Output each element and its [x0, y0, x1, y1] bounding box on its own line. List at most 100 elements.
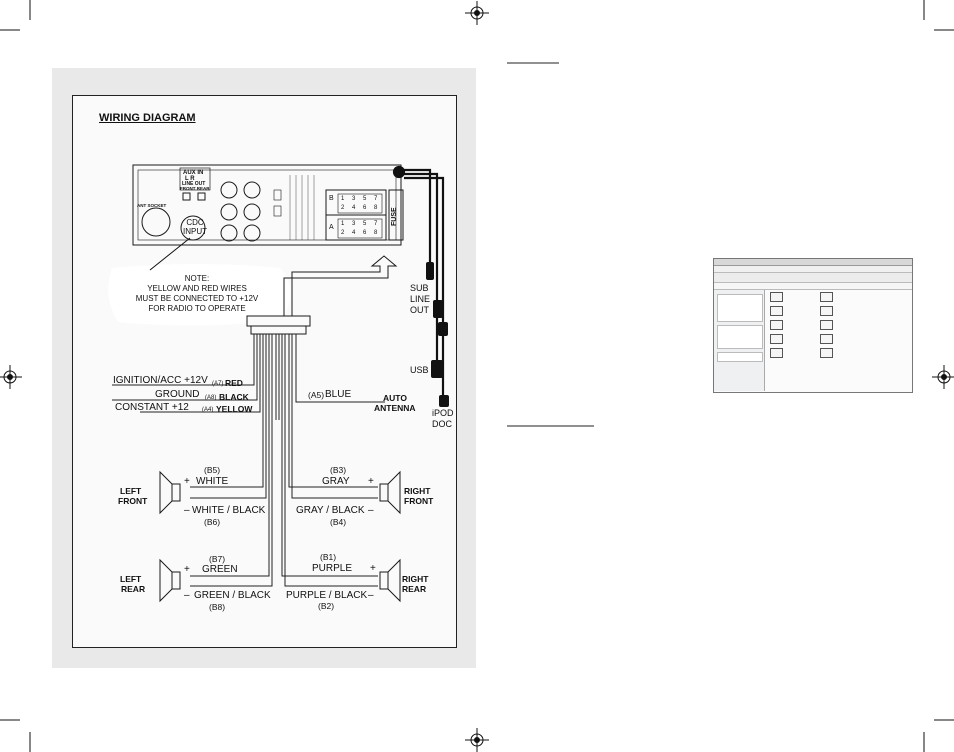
lr-minus-wire: GREEN / BLACK — [194, 590, 271, 601]
pin-a7: 7 — [374, 221, 378, 227]
constant-code: (A4) — [202, 407, 214, 413]
rf-plus-wire: GRAY — [322, 476, 350, 487]
pin-b8: 8 — [374, 205, 378, 211]
pin-b1: 1 — [341, 196, 345, 202]
registration-mark-top — [465, 1, 489, 25]
ignition-color: RED — [225, 378, 243, 388]
diagram-title: WIRING DIAGRAM — [99, 112, 196, 124]
pin-b4: 4 — [352, 205, 356, 211]
rr-minus-wire: PURPLE / BLACK — [286, 590, 368, 601]
ipod-label-2: DOC — [432, 419, 452, 429]
rr-plus-wire: PURPLE — [312, 563, 353, 574]
rca-jack-icon — [220, 203, 238, 221]
block-a-label: A — [329, 224, 334, 231]
pin-b6: 6 — [363, 205, 367, 211]
usb-label: USB — [410, 365, 429, 375]
rr-minus-sign: – — [368, 590, 374, 601]
folder-icon — [770, 306, 783, 316]
aux-lr-label: L R — [185, 176, 195, 182]
pin-a6: 6 — [363, 230, 367, 236]
pin-b3: 3 — [352, 196, 356, 202]
pin-b7: 7 — [374, 196, 378, 202]
rr-name-1: RIGHT — [402, 574, 429, 584]
lr-plus-code: (B7) — [209, 554, 226, 564]
lr-plus-sign: + — [184, 564, 190, 575]
registration-mark-right — [932, 365, 954, 389]
folder-icon — [770, 348, 783, 358]
ipod-label-1: iPOD — [432, 408, 454, 418]
lf-minus-wire: WHITE / BLACK — [192, 505, 266, 516]
rca-jack-icon — [243, 203, 261, 221]
folder-icon — [770, 320, 783, 330]
rf-name-2: FRONT — [404, 496, 434, 506]
explorer-window-screenshot — [713, 258, 913, 393]
pin-b5: 5 — [363, 196, 367, 202]
speaker-right-rear-icon — [379, 558, 401, 603]
cdc-input-icon — [180, 215, 206, 241]
lf-name-1: LEFT — [120, 486, 142, 496]
rr-plus-sign: + — [370, 563, 376, 574]
lf-plus-code: (B5) — [204, 465, 221, 475]
lr-plus-wire: GREEN — [202, 564, 238, 575]
lr-minus-code: (B8) — [209, 602, 226, 612]
note-line-1: YELLOW AND RED WIRES — [147, 284, 247, 293]
sub-label-2: LINE — [410, 294, 431, 304]
lr-minus-sign: – — [184, 590, 190, 601]
ground-color: BLACK — [219, 392, 249, 402]
diagram-frame — [72, 95, 457, 648]
folder-icon — [820, 334, 833, 344]
lf-name-2: FRONT — [118, 496, 148, 506]
pin-a3: 3 — [352, 221, 356, 227]
window-task-pane — [714, 290, 765, 391]
lf-plus-wire: WHITE — [196, 476, 229, 487]
fuse-icon — [388, 189, 404, 241]
folder-icon — [770, 334, 783, 344]
pin-a2: 2 — [341, 230, 345, 236]
antenna-code: (A5) — [308, 390, 325, 400]
ignition-code: (A7) — [212, 381, 224, 387]
ground-code: (A8) — [205, 395, 217, 401]
constant-label: CONSTANT +12 — [115, 402, 189, 413]
lr-name-1: LEFT — [120, 574, 142, 584]
head-unit — [132, 164, 402, 246]
pin-b2: 2 — [341, 205, 345, 211]
line-out-label: LINE OUT — [182, 181, 206, 187]
rr-name-2: REAR — [402, 584, 427, 594]
window-toolbar — [714, 273, 912, 283]
window-titlebar — [714, 259, 912, 266]
lf-minus-code: (B6) — [204, 517, 221, 527]
antenna-label-2: ANTENNA — [374, 403, 416, 413]
window-address-bar — [714, 283, 912, 290]
note-line-3: FOR RADIO TO OPERATE — [148, 304, 246, 313]
ignition-label: IGNITION/ACC +12V — [113, 375, 208, 386]
pin-a4: 4 — [352, 230, 356, 236]
folder-icon — [820, 292, 833, 302]
folder-icon — [820, 306, 833, 316]
speaker-left-rear-icon — [159, 558, 181, 603]
rca-jack-icon — [220, 181, 238, 199]
ant-socket-label: ANT SOCKET — [137, 203, 167, 208]
rf-minus-sign: – — [368, 505, 374, 516]
rf-minus-wire: GRAY / BLACK — [296, 505, 365, 516]
folder-icon — [820, 348, 833, 358]
cdc-label: CDC INPUT — [183, 218, 207, 236]
note-title: NOTE: — [184, 274, 210, 283]
rf-plus-code: (B3) — [330, 465, 347, 475]
rf-minus-code: (B4) — [330, 517, 347, 527]
sub-label-1: SUB — [410, 283, 429, 293]
block-b-label: B — [329, 195, 334, 202]
ant-socket-icon — [141, 207, 171, 237]
sub-label-3: OUT — [410, 305, 429, 315]
rca-jack-icon — [243, 181, 261, 199]
aux-in-label: AUX IN — [183, 170, 204, 176]
pin-a1: 1 — [341, 221, 345, 227]
constant-color: YELLOW — [216, 404, 253, 414]
registration-mark-left — [0, 365, 22, 389]
registration-mark-bottom — [465, 728, 489, 752]
rca-jack-icon — [220, 224, 238, 242]
speaker-right-front-icon — [379, 470, 401, 515]
note-bubble — [108, 264, 291, 326]
